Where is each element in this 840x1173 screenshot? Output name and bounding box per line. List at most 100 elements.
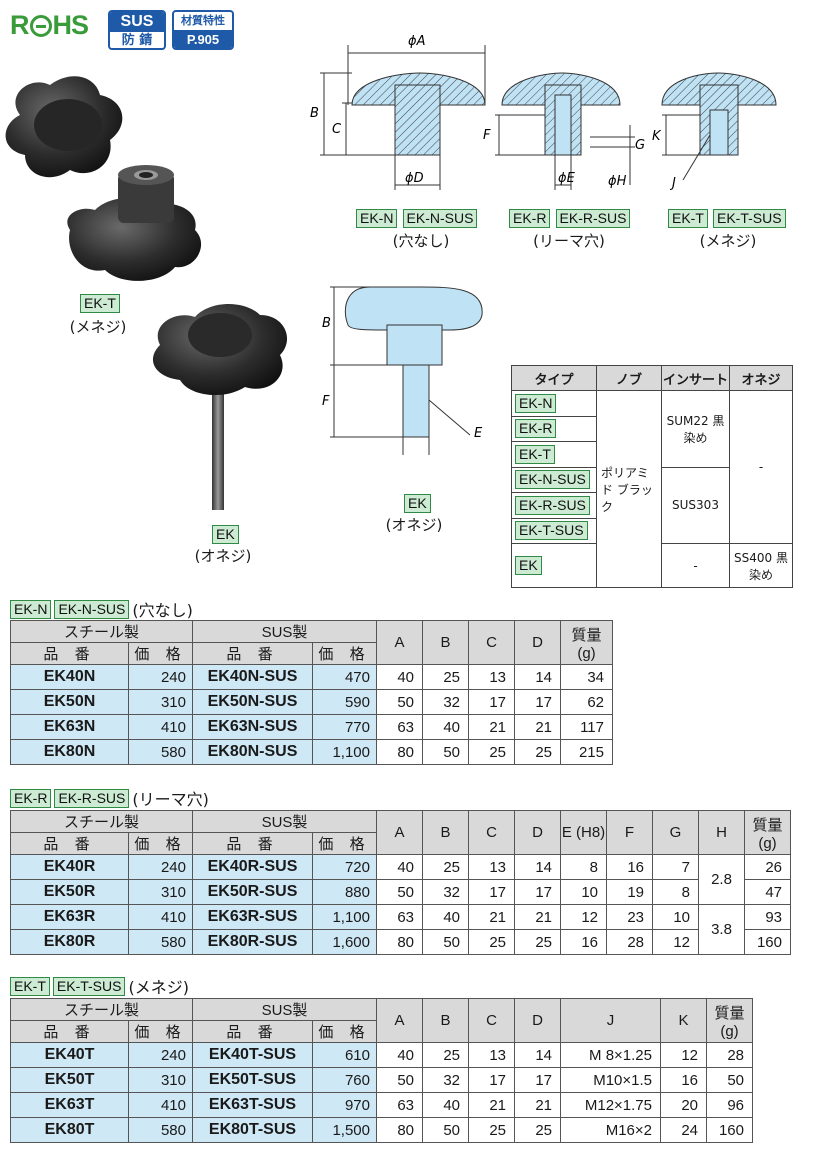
type-tag: EK-R (515, 419, 557, 439)
spec-value: 13 (468, 854, 515, 880)
knob-material: ポリアミド ブラック (596, 390, 662, 588)
type-cell: EK-R-SUS (511, 492, 597, 519)
col-g: G (652, 810, 699, 855)
insert-sus: SUS303 (661, 466, 730, 544)
spec-value: 19 (606, 879, 653, 905)
spec-value: 28 (706, 1042, 753, 1068)
spec-value: 17 (514, 879, 561, 905)
col-d: D (514, 998, 561, 1043)
diagram-ek-tag: EK (404, 494, 431, 513)
spec-value: 50 (376, 689, 423, 715)
rohs-letter-r: R (10, 10, 29, 40)
diagram-t-tag-sus: EK-T-SUS (712, 209, 786, 228)
sus-part-number: EK63N-SUS (192, 714, 313, 740)
spec-value: 32 (422, 689, 469, 715)
section-r-title: EK-R EK-R-SUS (リーマ穴) (10, 786, 209, 810)
type-tag: EK-N (515, 393, 557, 413)
sus-badge-top: SUS (110, 12, 164, 32)
product-photos (5, 76, 288, 510)
spec-value: 16 (660, 1067, 707, 1093)
col-b: B (422, 620, 469, 665)
spec-value: 13 (468, 1042, 515, 1068)
sus-header: SUS製 (192, 620, 377, 643)
sus-price-header: 価 格 (312, 1020, 377, 1043)
photo-ek-caption: (オネジ) (194, 547, 252, 565)
sus-price-header: 価 格 (312, 832, 377, 855)
knob-photo-ekt (67, 165, 202, 281)
spec-value: 10 (652, 904, 699, 930)
spec-value: 25 (422, 1042, 469, 1068)
spec-value: 40 (376, 854, 423, 880)
sus-price: 1,500 (312, 1117, 377, 1143)
label-e-ek: E (474, 426, 483, 441)
spec-value: 96 (706, 1092, 753, 1118)
steel-price: 410 (128, 714, 193, 740)
col-f: F (606, 810, 653, 855)
col-k: K (660, 998, 707, 1043)
sus-part-number: EK80R-SUS (192, 929, 313, 955)
photo-ek-label: EK (212, 524, 239, 544)
steel-header: スチール製 (10, 810, 193, 833)
col-c: C (468, 620, 515, 665)
spec-value-h: 2.8 (698, 854, 745, 905)
table-t: スチール製 SUS製 A B C D J K 質量 (g) 品 番 価 格 品 … (10, 998, 753, 1143)
insert-ek: - (661, 543, 730, 588)
sus-part-number: EK50T-SUS (192, 1067, 313, 1093)
col-c: C (468, 810, 515, 855)
sus-price: 1,600 (312, 929, 377, 955)
type-tag: EK-N-SUS (515, 470, 590, 490)
steel-part-number: EK80N (10, 739, 129, 765)
col-mass: 質量 (g) (706, 998, 753, 1043)
spec-value: 50 (706, 1067, 753, 1093)
type-cell: EK-R (511, 415, 597, 442)
spec-value: 47 (744, 879, 791, 905)
spec-value: 40 (376, 1042, 423, 1068)
diagram-r-tags: EK-R EK-R-SUS (509, 208, 631, 228)
section-r-tag-sus: EK-R-SUS (54, 788, 130, 808)
type-header: タイプ (511, 365, 597, 391)
material-badge-page: P.905 (174, 30, 232, 48)
spec-value: 21 (514, 714, 561, 740)
label-b-ek: B (322, 316, 331, 331)
spec-value: 50 (422, 929, 469, 955)
steel-price: 310 (128, 689, 193, 715)
diagram-n-tag-steel: EK-N (356, 209, 398, 228)
knob-photo-top (5, 76, 123, 178)
section-t-tag-sus: EK-T-SUS (52, 976, 126, 996)
label-j-t: J (669, 176, 676, 191)
spec-value: 32 (422, 1067, 469, 1093)
col-d: D (514, 810, 561, 855)
sus-badge-bottom: 防 錆 (121, 33, 153, 48)
type-cell: EK-T (511, 441, 597, 468)
label-phi-a: ϕA (408, 34, 425, 49)
spec-value: 17 (514, 689, 561, 715)
section-t-tag-steel: EK-T (10, 976, 50, 996)
col-mass: 質量 (g) (744, 810, 791, 855)
sus-part-number: EK50R-SUS (192, 879, 313, 905)
diagram-ek-caption: (オネジ) (385, 516, 443, 534)
spec-value: 117 (560, 714, 613, 740)
spec-value: 40 (422, 714, 469, 740)
steel-price: 410 (128, 1092, 193, 1118)
diagram-ek-tag-wrap: EK (404, 493, 431, 513)
sus-part-number: EK63R-SUS (192, 904, 313, 930)
spec-value: 25 (468, 929, 515, 955)
spec-value: 215 (560, 739, 613, 765)
steel-price: 240 (128, 664, 193, 690)
type-cell: EK-N-SUS (511, 466, 597, 493)
steel-part-number: EK50T (10, 1067, 129, 1093)
type-tag: EK (515, 556, 542, 575)
spec-value: 50 (376, 1067, 423, 1093)
sus-price: 470 (312, 664, 377, 690)
label-b-n: B (310, 106, 319, 121)
spec-value: 8 (652, 879, 699, 905)
material-badge: 材質特性 P.905 (172, 10, 234, 50)
col-a: A (376, 810, 423, 855)
section-n-tag-steel: EK-N (10, 599, 52, 619)
